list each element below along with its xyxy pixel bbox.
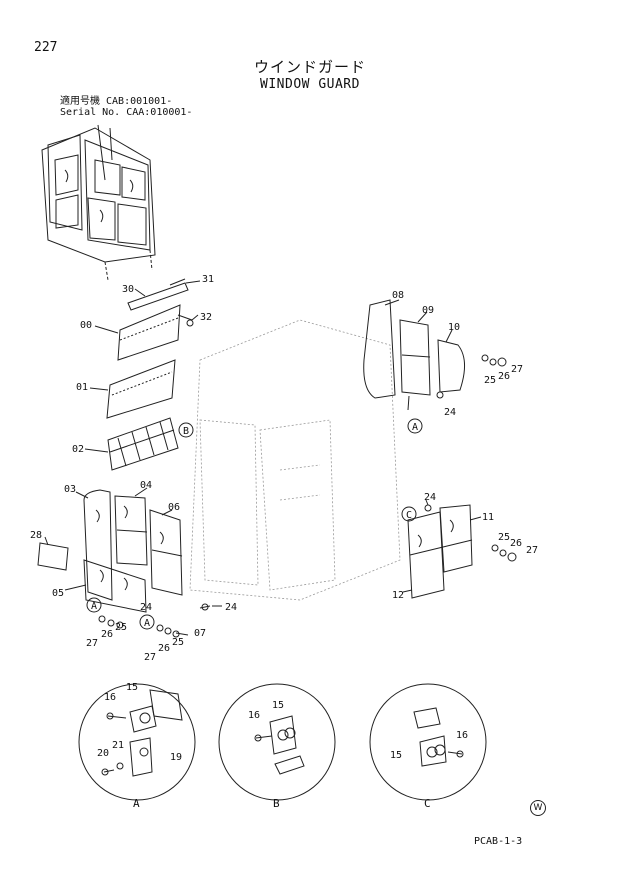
part-30-strip — [127, 282, 189, 311]
part-02-guard — [107, 417, 179, 471]
page-title-japanese: ウインドガード — [253, 58, 366, 76]
callout-a-right-circle — [407, 418, 423, 434]
part-00-window — [117, 304, 181, 361]
label-part-27-lower: 27 — [144, 652, 156, 663]
label-part-10: 10 — [448, 322, 460, 333]
label-detail-b-16: 16 — [248, 710, 260, 721]
label-part-31: 31 — [202, 274, 214, 285]
label-detail-c-16: 16 — [456, 730, 468, 741]
part-06-guard — [149, 509, 183, 596]
part-28-sheet — [37, 542, 69, 571]
label-part-07: 07 — [194, 628, 206, 639]
part-01-window — [106, 359, 176, 419]
label-part-11: 11 — [482, 512, 494, 523]
callout-a-lower-circle — [139, 614, 155, 630]
label-part-06: 06 — [168, 502, 180, 513]
label-part-25-lower: 25 — [172, 637, 184, 648]
callout-a-right: A — [412, 422, 418, 433]
page-number: 227 — [34, 40, 58, 55]
label-part-27-upper: 27 — [511, 364, 523, 375]
footer-code: PCAB-1-3 — [474, 836, 523, 847]
label-part-00: 00 — [80, 320, 92, 331]
label-part-09: 09 — [422, 305, 434, 316]
part-03-guard — [83, 489, 113, 601]
serial-applicability: 適用号機 CAB:001001- Serial No. CAA:010001- — [60, 96, 192, 118]
cab-background-outline — [189, 319, 401, 601]
label-part-03: 03 — [64, 484, 76, 495]
label-part-28: 28 — [30, 530, 42, 541]
label-part-25-right: 25 — [498, 532, 510, 543]
part-08-guard — [363, 299, 396, 399]
detail-circle-b — [218, 683, 336, 801]
part-04-guard — [114, 495, 148, 566]
label-part-30: 30 — [122, 284, 134, 295]
label-detail-a-19: 19 — [170, 752, 182, 763]
label-part-24-lower: 24 — [225, 602, 237, 613]
callout-a-left: A — [91, 601, 97, 612]
label-detail-a-16: 16 — [104, 692, 116, 703]
label-part-24-left: 24 — [140, 602, 152, 613]
label-part-04: 04 — [140, 480, 152, 491]
label-part-25-left: 25 — [115, 622, 127, 633]
cab-overview-illustration — [41, 124, 156, 281]
label-part-26-lower: 26 — [158, 643, 170, 654]
part-05-guard — [83, 559, 147, 613]
label-part-24-right: 24 — [424, 492, 436, 503]
label-part-26-left: 26 — [101, 629, 113, 640]
label-part-24-upper: 24 — [444, 407, 456, 418]
part-12-guard — [407, 511, 445, 599]
part-09-guard — [399, 319, 431, 396]
label-part-27-left: 27 — [86, 638, 98, 649]
label-part-32: 32 — [200, 312, 212, 323]
label-part-02: 02 — [72, 444, 84, 455]
label-detail-b-15: 15 — [272, 700, 284, 711]
serial-line-2: Serial No. CAA:010001- — [60, 107, 193, 118]
label-part-01: 01 — [76, 382, 88, 393]
label-detail-c-15: 15 — [390, 750, 402, 761]
part-10-guard — [437, 339, 465, 393]
callout-b-circle — [178, 422, 194, 438]
detail-caption-a: A — [133, 797, 140, 810]
detail-caption-b: B — [273, 797, 280, 810]
label-detail-a-15: 15 — [126, 682, 138, 693]
callout-c: C — [406, 510, 412, 521]
detail-circle-c — [369, 683, 487, 801]
detail-circle-a — [78, 683, 196, 801]
part-11-guard — [439, 504, 473, 573]
serial-line-1: 適用号機 CAB:001001- — [60, 96, 173, 107]
callout-b: B — [183, 426, 189, 437]
label-part-05: 05 — [52, 588, 64, 599]
callout-a-lower: A — [144, 618, 150, 629]
label-part-08: 08 — [392, 290, 404, 301]
page-title-english: WINDOW GUARD — [260, 77, 360, 92]
label-part-26-upper: 26 — [498, 371, 510, 382]
label-part-26-right: 26 — [510, 538, 522, 549]
label-detail-a-20: 20 — [97, 748, 109, 759]
label-detail-a-21: 21 — [112, 740, 124, 751]
callout-c-circle — [401, 506, 417, 522]
label-part-27-right: 27 — [526, 545, 538, 556]
detail-caption-c: C — [424, 797, 431, 810]
w-mark-icon: W — [530, 800, 546, 816]
label-part-12: 12 — [392, 590, 404, 601]
label-part-25-upper: 25 — [484, 375, 496, 386]
part-32-bolt — [186, 319, 194, 327]
callout-a-left-circle — [86, 597, 102, 613]
